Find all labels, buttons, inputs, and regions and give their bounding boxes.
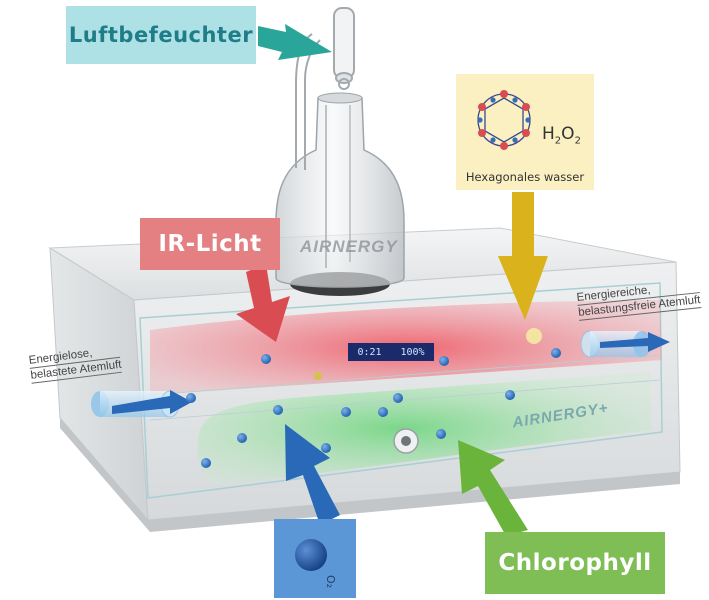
hex-molecule-dot [314, 372, 322, 380]
humidifier-arrow [258, 24, 332, 60]
hex-water-arrow [498, 192, 548, 320]
display-time: 0:21 [357, 346, 382, 358]
h2o2-formula: H2O2 [542, 124, 581, 147]
o2-arrow [285, 424, 340, 525]
humidifier-tube [295, 7, 355, 170]
chlorophyll-arrow [458, 440, 528, 536]
control-knob [393, 428, 419, 454]
humidifier-label: Luftbefeuchter [68, 23, 254, 47]
o2-box: O₂ [274, 519, 356, 598]
ir-arrow [236, 264, 290, 342]
glass-bottle [275, 92, 405, 296]
panel-lines [149, 354, 663, 421]
o2-label: O₂ [324, 574, 338, 589]
hexagonal-molecule-icon [477, 90, 531, 150]
air-outlet-tube [580, 330, 670, 358]
hex-glow [526, 328, 542, 344]
ir-label: IR-Licht [158, 231, 262, 257]
air-inlet-tube [91, 390, 192, 418]
ir-label-box: IR-Licht [140, 218, 280, 270]
brand-logo-top: AIRNERGY [300, 237, 398, 256]
oxygen-molecules [186, 348, 561, 468]
chlorophyll-label-box: Chlorophyll [485, 532, 665, 594]
display-percent: 100% [400, 346, 425, 358]
humidifier-label-box: Luftbefeuchter [66, 6, 256, 64]
o2-molecule-icon [295, 539, 327, 571]
chlorophyll-label: Chlorophyll [498, 550, 652, 576]
hex-water-caption: Hexagonales wasser [465, 170, 585, 184]
hex-water-box: H2O2 Hexagonales wasser [456, 74, 594, 190]
device-display: 0:21 100% [348, 343, 434, 361]
